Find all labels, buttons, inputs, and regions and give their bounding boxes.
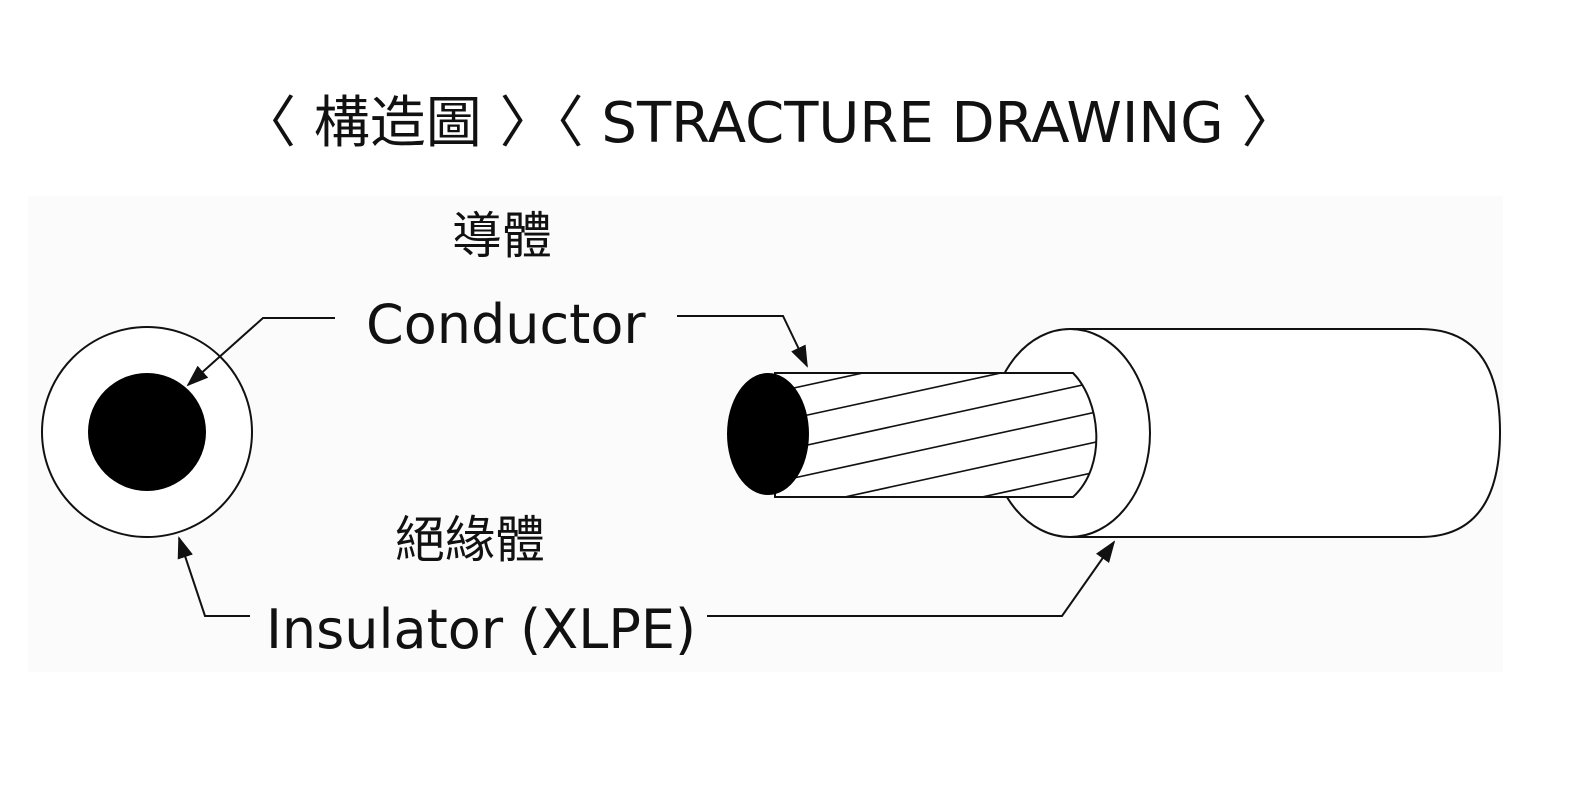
cross-section-view xyxy=(41,326,253,538)
insulator-leader-right xyxy=(707,540,1116,617)
side-view-cable xyxy=(727,328,1502,538)
insulator-label-en: Insulator (XLPE) xyxy=(266,598,697,661)
conductor-strand-body xyxy=(774,372,1098,498)
insulator-tube-outline xyxy=(1070,328,1502,538)
diagram-title: 〈 構造圖 〉〈 STRACTURE DRAWING 〉 xyxy=(240,91,1298,156)
conductor-end-face xyxy=(727,373,809,495)
cross-section-conductor xyxy=(88,373,206,491)
conductor-strand-hatching xyxy=(779,373,1097,497)
conductor-leader-left xyxy=(186,317,335,387)
insulator-leader-left xyxy=(177,536,250,617)
conductor-label-en: Conductor xyxy=(366,293,646,356)
conductor-label-zh: 導體 xyxy=(452,207,552,265)
insulator-label-zh: 絕緣體 xyxy=(395,511,545,569)
leader-lines xyxy=(177,315,1116,617)
conductor-leader-right xyxy=(677,315,808,368)
